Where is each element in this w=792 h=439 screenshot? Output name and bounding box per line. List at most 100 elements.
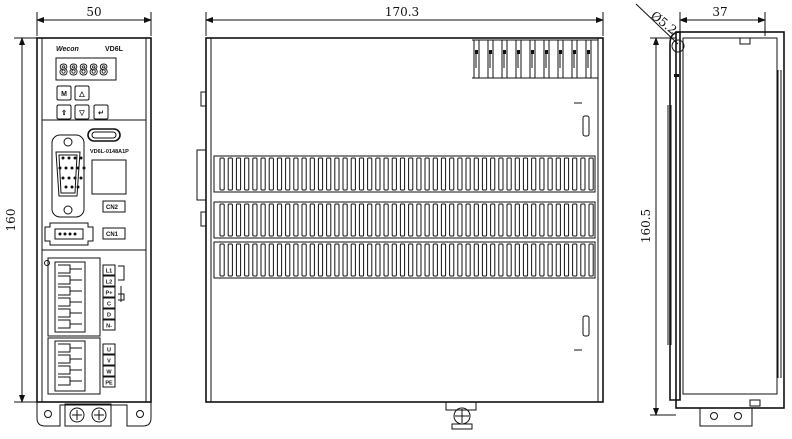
db15-connector[interactable]	[51, 134, 86, 218]
vent-slot	[358, 203, 365, 237]
power-terminal-l2: L2	[106, 280, 112, 286]
vent-slot	[367, 243, 373, 277]
vent-slot	[276, 243, 283, 277]
vent-slot	[383, 157, 389, 191]
power-terminal-block[interactable]	[44, 257, 101, 337]
vent-slot	[391, 157, 397, 191]
vent-slot	[293, 243, 299, 277]
power-terminal-l1: L1	[106, 269, 112, 275]
db15-pin	[67, 176, 71, 180]
vent-slot	[276, 203, 283, 237]
power-terminal-p: P+	[106, 291, 113, 297]
vent-slot	[334, 243, 340, 277]
vent-slot	[244, 157, 250, 191]
heatsink-fin	[473, 40, 480, 78]
vent-slot	[522, 243, 529, 277]
usb-c-port[interactable]	[87, 128, 121, 142]
vent-slot	[498, 157, 504, 191]
motor-terminal-v: V	[107, 359, 111, 365]
vent-slot	[547, 157, 553, 191]
cn2-label: CN2	[106, 205, 119, 211]
up-key[interactable]: △	[74, 85, 90, 101]
vent-slot	[408, 243, 414, 277]
shift-key-label: ⇧	[61, 109, 67, 117]
vent-slot	[350, 203, 356, 237]
mounting-flange	[669, 31, 681, 401]
db15-pin	[70, 185, 74, 189]
vent-slot	[334, 203, 340, 237]
vent-slot	[260, 203, 266, 237]
vent-slot	[408, 203, 414, 237]
enter-key[interactable]: ↵	[93, 104, 109, 120]
db15-pin	[61, 176, 65, 180]
vent-slot	[227, 203, 233, 237]
vent-slot	[252, 243, 258, 277]
vent-slot	[572, 157, 578, 191]
heatsink-fin	[585, 40, 592, 78]
vent-slot	[588, 203, 594, 237]
vent-slot	[432, 157, 438, 191]
vent-slot	[449, 243, 455, 277]
vent-slot	[252, 157, 258, 191]
bottom-foot	[699, 408, 753, 427]
motor-terminal-w: W	[106, 370, 112, 376]
vent-slot	[440, 243, 447, 277]
vent-slot	[391, 203, 397, 237]
vent-slot	[309, 243, 315, 277]
brand-logo-text: Wecon	[56, 46, 79, 53]
db15-pins	[58, 156, 86, 189]
power-terminal-box	[102, 264, 116, 276]
heatsink-fin	[571, 40, 578, 78]
vent-slot	[358, 157, 365, 191]
vent-slot	[227, 157, 233, 191]
vent-slot	[539, 243, 545, 277]
mode-key[interactable]: M	[56, 85, 72, 101]
side-slot-top	[582, 115, 590, 137]
vent-slot	[350, 157, 356, 191]
vent-slot	[457, 243, 463, 277]
fin-clip	[531, 50, 534, 54]
brand-logo: Wecon	[56, 46, 79, 53]
vent-slot	[506, 157, 512, 191]
cn1-connector[interactable]	[44, 222, 94, 246]
heatsink-fin	[487, 40, 494, 78]
heatsink-fins	[473, 40, 592, 78]
vent-slot	[342, 243, 348, 277]
vent-slot	[416, 243, 422, 277]
top-tab	[739, 37, 751, 45]
vent-slot	[383, 203, 389, 237]
down-key-label: ▽	[78, 110, 85, 117]
shift-key[interactable]: ⇧	[56, 104, 72, 120]
part-number-label: VD6L-0148A1P	[90, 149, 129, 155]
vent-slot	[375, 157, 381, 191]
side-slot-marks	[574, 102, 582, 351]
db15-pin	[79, 176, 83, 180]
vent-slot	[531, 203, 537, 237]
right-inner-panel	[682, 37, 778, 395]
fin-clip	[517, 50, 520, 54]
up-key-label: △	[78, 91, 85, 98]
heatsink-fin	[529, 40, 536, 78]
terminal-slot	[58, 343, 82, 353]
vent-slot	[301, 203, 307, 237]
vent-slot	[539, 157, 545, 191]
motor-terminal-block[interactable]	[47, 337, 101, 395]
vent-slot	[399, 203, 406, 237]
front-height-label: 160	[4, 209, 18, 232]
vent-slot	[219, 203, 225, 237]
vent-slot	[457, 157, 463, 191]
vent-slot	[244, 203, 250, 237]
down-key[interactable]: ▽	[74, 104, 90, 120]
label-window	[91, 159, 127, 195]
motor-terminal-box	[102, 365, 116, 377]
side-slot-bottom	[582, 315, 590, 337]
vent-slot	[391, 243, 397, 277]
vent-slot	[514, 157, 520, 191]
front-view: 50 160 Wecon VD6L 88888 M△⇧▽↵ VD6L-0148A…	[4, 5, 152, 427]
vent-slot	[244, 243, 250, 277]
terminal-slot	[58, 354, 82, 364]
vent-slot	[432, 203, 438, 237]
fin-clip	[573, 50, 576, 54]
ventilation-grille	[213, 155, 596, 279]
